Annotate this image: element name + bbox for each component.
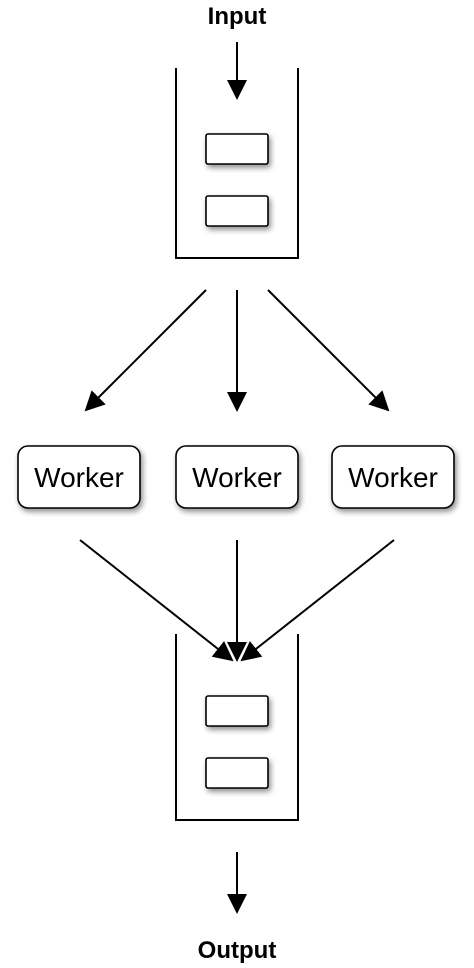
worker-box	[17, 445, 141, 509]
worker-label: Worker	[34, 462, 124, 493]
worker-right: Worker	[331, 445, 455, 509]
input-label: Input	[208, 3, 267, 30]
output-queue-item	[205, 757, 269, 789]
worker-box	[331, 445, 455, 509]
collect-arrow-right	[240, 539, 395, 662]
collect-arrow-left	[79, 539, 234, 662]
worker-left: Worker	[17, 445, 141, 509]
input-queue-item	[205, 133, 269, 165]
worker-label: Worker	[348, 462, 438, 493]
input-queue-walls	[175, 68, 299, 259]
worker-center: Worker	[175, 445, 299, 509]
dispatch-arrow-left	[84, 289, 207, 412]
input-queue	[175, 68, 299, 259]
worker-label: Worker	[192, 462, 282, 493]
dispatch-arrow-right	[267, 289, 390, 412]
worker-box	[175, 445, 299, 509]
output-queue	[175, 634, 299, 821]
output-queue-walls	[175, 634, 299, 821]
output-queue-item	[205, 695, 269, 727]
output-label: Output	[198, 937, 277, 964]
input-queue-item	[205, 195, 269, 227]
